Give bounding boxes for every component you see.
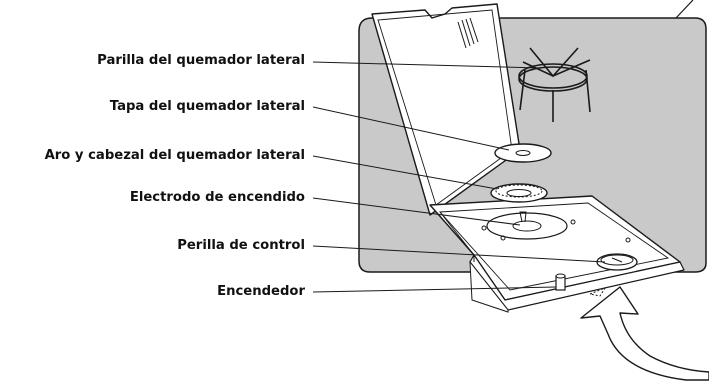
lid <box>371 3 521 216</box>
burner-ring <box>490 183 548 203</box>
lid-vents <box>457 17 479 49</box>
location-marker <box>588 286 607 297</box>
label-igniter: Encendedor <box>217 284 305 299</box>
burner-cover <box>494 143 552 163</box>
label-electrode: Electrodo de encendido <box>129 190 305 205</box>
burner-base <box>481 211 631 243</box>
igniter-button <box>555 273 566 291</box>
label-grill: Parilla del quemador lateral <box>97 53 305 68</box>
insertion-arrow <box>580 286 709 381</box>
label-ring: Aro y cabezal del quemador lateral <box>44 148 305 163</box>
grill <box>518 47 591 122</box>
leader-lines <box>312 61 606 293</box>
corner-leader-line <box>675 0 694 19</box>
label-knob: Perilla de control <box>177 238 305 253</box>
label-cover: Tapa del quemador lateral <box>109 99 305 114</box>
